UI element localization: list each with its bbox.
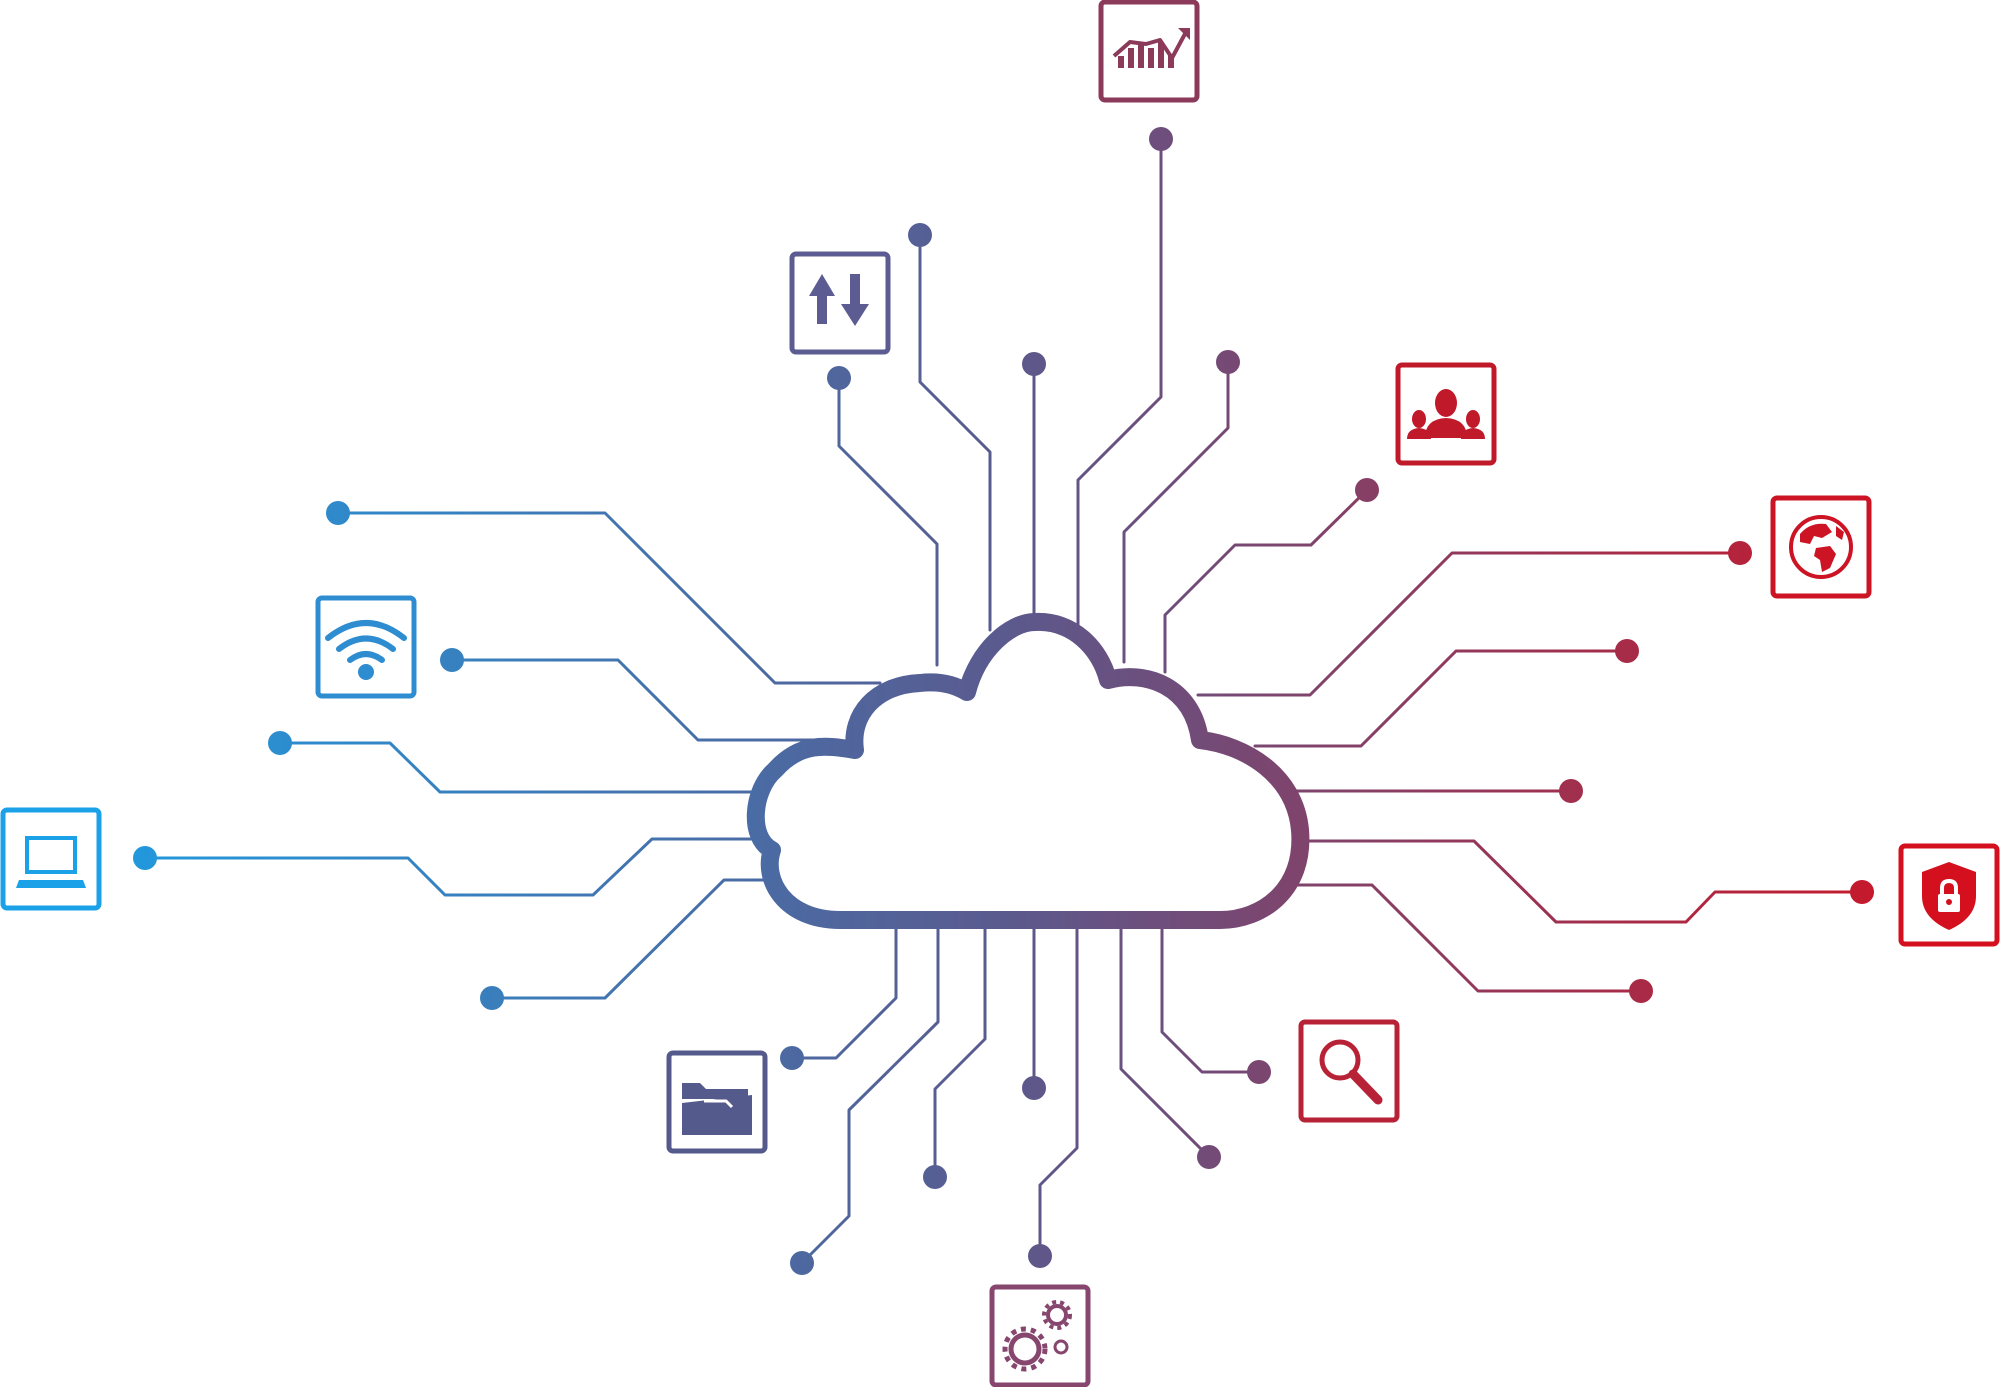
terminal-dot [1022, 352, 1046, 376]
terminal-dot [1355, 478, 1379, 502]
terminal-dot [1629, 979, 1653, 1003]
connector-line [336, 511, 882, 685]
security-shield-lock-icon [1898, 843, 2000, 947]
terminal-dot [268, 731, 292, 755]
upload-download-icon [789, 251, 891, 355]
connector-lines [143, 137, 1864, 1265]
connector-line [933, 918, 987, 1179]
connector-line [1253, 649, 1629, 748]
connector-line [1038, 918, 1079, 1258]
wifi-icon [315, 595, 417, 699]
terminal-dot [1216, 350, 1240, 374]
terminal-dot [133, 846, 157, 870]
connector-line [1288, 883, 1643, 993]
globe-icon [1770, 495, 1872, 599]
terminal-dot [1615, 639, 1639, 663]
connector-line [1119, 918, 1211, 1159]
laptop-icon [0, 807, 102, 911]
terminal-dot [326, 501, 350, 525]
terminal-dot [480, 986, 504, 1010]
chart-trend-icon [1098, 0, 1200, 103]
connector-line [918, 233, 992, 632]
terminal-dot [790, 1251, 814, 1275]
connector-line [837, 376, 939, 667]
search-magnifier-icon [1298, 1019, 1400, 1123]
terminal-dot [1197, 1145, 1221, 1169]
terminal-dot [1028, 1244, 1052, 1268]
connector-line [450, 658, 822, 742]
connector-line [1076, 137, 1163, 632]
terminal-dot [908, 223, 932, 247]
cloud-shape [746, 612, 1310, 929]
terminal-dot [923, 1165, 947, 1189]
terminal-dot [1850, 880, 1874, 904]
terminal-dot [1559, 779, 1583, 803]
connector-line [800, 918, 940, 1265]
team-icon [1395, 362, 1497, 466]
folder-icon [666, 1050, 768, 1154]
terminal-dot [1149, 127, 1173, 151]
connector-line [1160, 918, 1261, 1074]
terminal-dot [780, 1046, 804, 1070]
settings-gears-icon [989, 1284, 1091, 1387]
terminal-dot [1247, 1060, 1271, 1084]
connector-line [278, 741, 767, 794]
terminal-dots [133, 127, 1874, 1275]
connector-line [1196, 551, 1742, 697]
terminal-dot [827, 366, 851, 390]
connector-line [1163, 488, 1369, 674]
connector-line [1122, 360, 1230, 664]
terminal-dot [440, 648, 464, 672]
terminal-dot [1022, 1076, 1046, 1100]
connector-line [790, 918, 898, 1060]
terminal-dot [1728, 541, 1752, 565]
connector-line [490, 878, 772, 1000]
connector-line [1298, 839, 1864, 924]
connector-line [143, 837, 762, 897]
